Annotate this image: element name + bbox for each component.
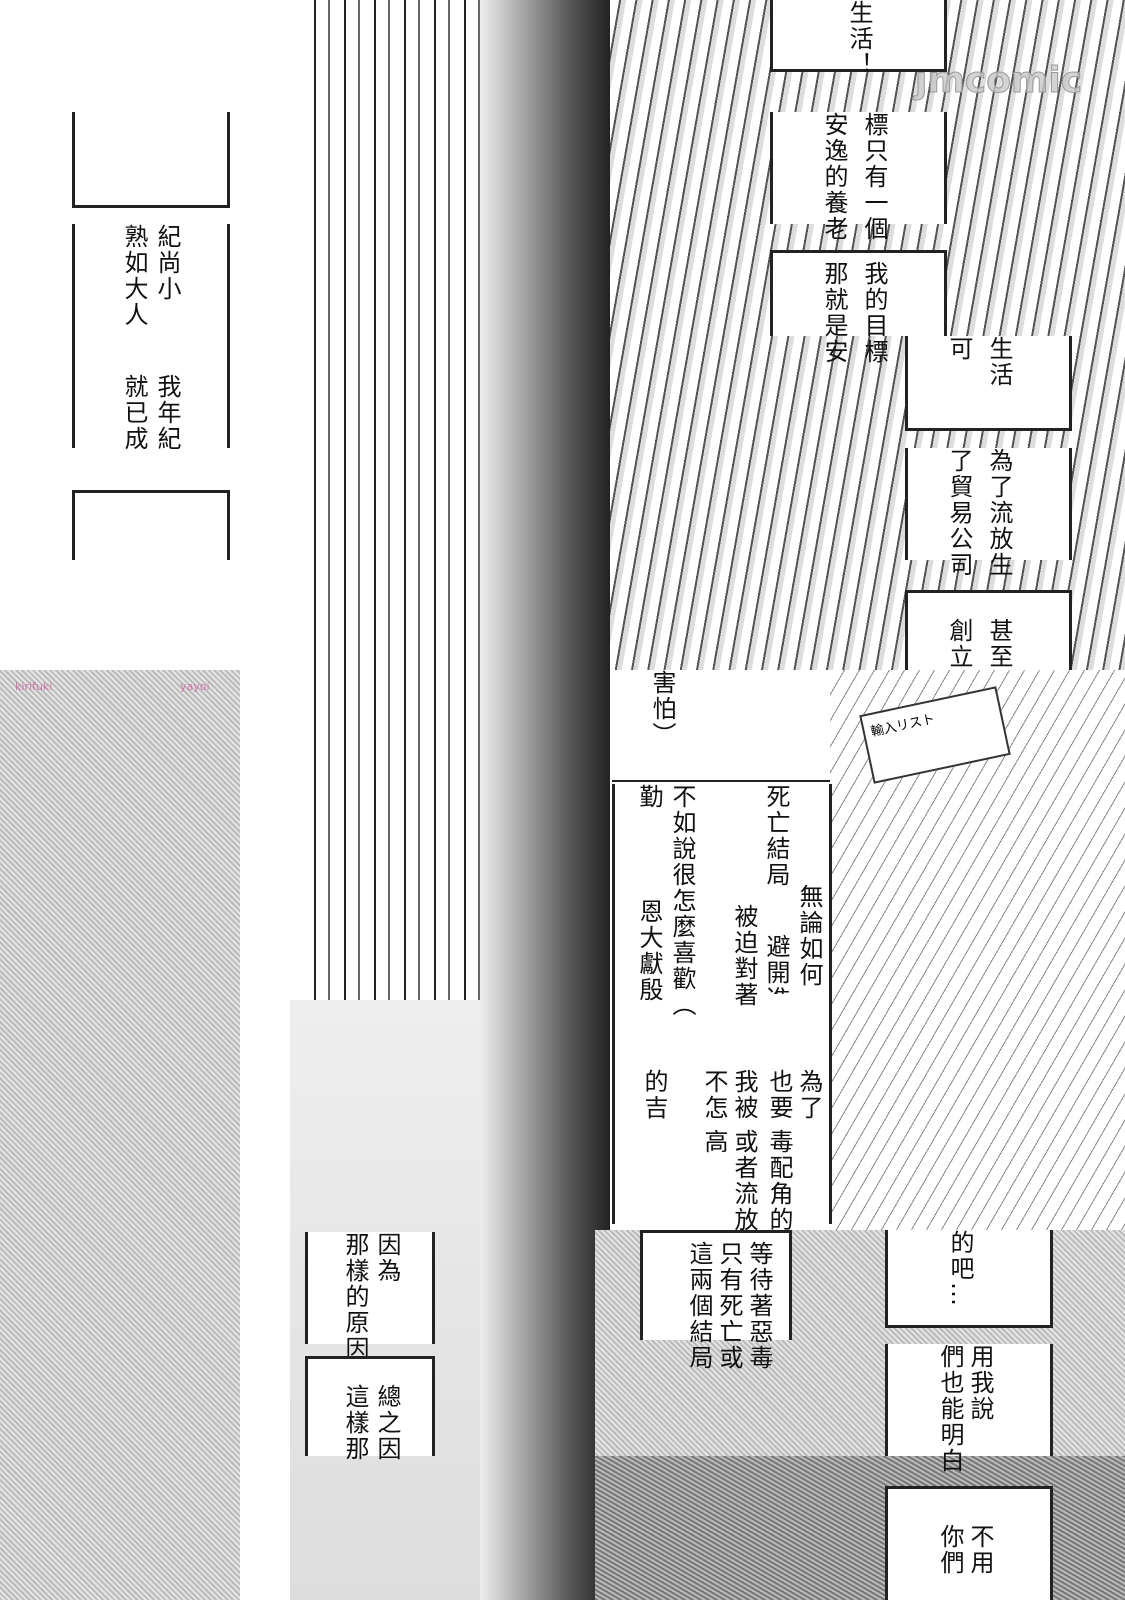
caption-text: 熟如大人 — [120, 224, 148, 328]
caption-text: 毒配角的 — [765, 1129, 793, 1233]
caption-text: 為了 — [795, 1069, 823, 1121]
caption-text: 用我說 — [966, 1344, 994, 1422]
caption-text: 就已成 — [120, 374, 148, 452]
caption-text: 那就是安 — [820, 261, 848, 365]
caption-text: 高 — [700, 1129, 728, 1155]
caption-text: 我被 — [730, 1069, 758, 1121]
speech-box: 標只有一個 安逸的養老 — [770, 112, 947, 242]
speech-box: 為了流放生 了貿易公司 — [905, 448, 1072, 578]
caption-text: 的吉 — [640, 1069, 668, 1121]
speech-box: 用我說 們也能明白 — [885, 1344, 1053, 1474]
caption-text: 這兩個結局 — [685, 1241, 713, 1371]
caption-text: 創立 — [945, 618, 973, 670]
caption-text: 死亡結局 — [762, 784, 790, 888]
caption-text: 等待著惡毒 — [745, 1241, 773, 1371]
logo-text: kirifuki — [15, 680, 53, 693]
speech-box: 生活 可 — [905, 336, 1072, 431]
caption-text: 生活！ — [845, 0, 873, 78]
empty-box — [72, 112, 230, 208]
narration-box: 因為 那樣的原因 — [305, 1232, 435, 1362]
narration-box: 總之因 這樣那 — [305, 1356, 435, 1462]
caption-text: 總之因 — [373, 1384, 401, 1462]
logo-text: yayoi — [180, 680, 210, 693]
caption-text: 或者流放 — [730, 1129, 758, 1233]
panel-fragment: 害怕） — [612, 670, 830, 782]
caption-text: 可 — [945, 336, 973, 362]
caption-text: 不怎 — [700, 1069, 728, 1121]
caption-text: 也要 — [765, 1069, 793, 1121]
caption-text: 標只有一個 — [860, 112, 888, 242]
caption-text: 這樣那 — [341, 1384, 369, 1462]
caption-text: 我的目標 — [860, 261, 888, 365]
speech-box: 生活！ — [770, 0, 947, 78]
gradient-column — [480, 0, 610, 1600]
caption-text: 不用 — [966, 1524, 994, 1576]
caption-text: 無論如何 — [795, 884, 823, 988]
caption-text: 甚至 — [985, 618, 1013, 670]
speech-box: 不用 你們 — [885, 1486, 1053, 1600]
caption-text: 害怕） — [648, 670, 676, 748]
left-tone-area — [0, 670, 240, 1600]
book-label: 輸入リスト — [869, 711, 937, 741]
caption-text: 只有死亡或 — [715, 1241, 743, 1371]
caption-text: 恩大獻殷 — [635, 899, 663, 1003]
caption-text: 我年紀 — [153, 374, 181, 452]
speech-box: 我的目標 那就是安 — [770, 250, 947, 365]
caption-text: 被迫對著 — [730, 904, 758, 1008]
narration-box: 等待著惡毒 只有死亡或 這兩個結局 — [640, 1230, 792, 1371]
caption-text: 的吧… — [946, 1230, 974, 1308]
caption-text: 紀尚小 — [153, 224, 181, 302]
caption-text: 避開進入 — [762, 934, 790, 994]
speech-box: 的吧… — [885, 1230, 1053, 1328]
caption-text: 因為 — [373, 1232, 401, 1284]
empty-box — [72, 490, 230, 560]
caption-text: 生活 — [985, 336, 1013, 388]
caption-text: 那樣的原因 — [341, 1232, 369, 1362]
narration-box: 無論如何 死亡結局 避開進入 被迫對著 不如說很怎麼喜歡（ 恩大獻殷 勤 為了 … — [612, 784, 832, 1233]
caption-text: 安逸的養老 — [820, 112, 848, 242]
narration-box: 紀尚小 熟如大人 我年紀 就已成 — [72, 224, 230, 452]
speech-box: 甚至 創立 — [905, 590, 1072, 670]
caption-text: 了貿易公司 — [945, 448, 973, 578]
caption-text: 不如說很怎麼喜歡（ — [668, 784, 696, 1018]
caption-text: 們也能明白 — [936, 1344, 964, 1474]
caption-text: 你們 — [936, 1524, 964, 1576]
caption-text: 勤 — [635, 784, 663, 810]
caption-text: 為了流放生 — [985, 448, 1013, 578]
